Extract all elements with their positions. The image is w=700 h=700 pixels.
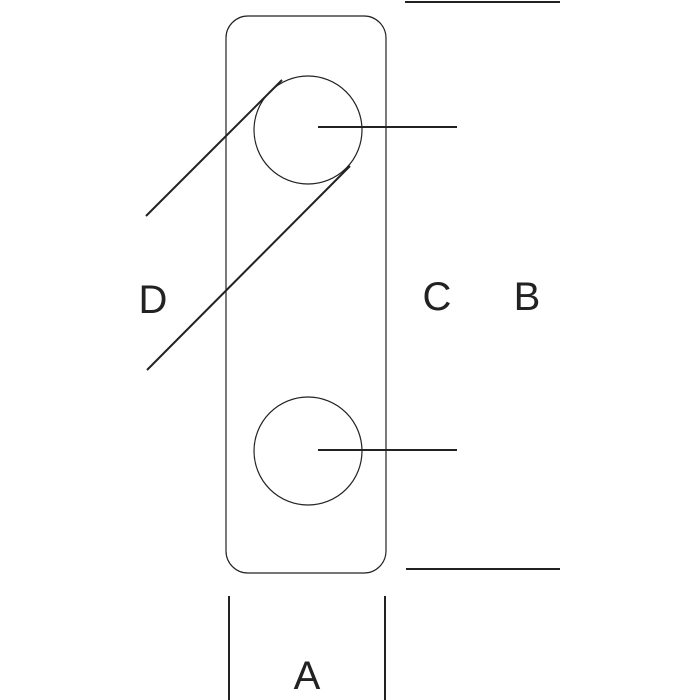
label-c: C — [423, 275, 452, 319]
hole-diameter-leader-lower — [146, 165, 351, 371]
top-hole — [253, 75, 363, 185]
label-a: A — [294, 654, 321, 698]
label-b: B — [514, 275, 541, 319]
hole-diameter-leader-upper — [145, 79, 283, 217]
label-d: D — [139, 278, 168, 322]
plate-outline — [225, 15, 387, 574]
